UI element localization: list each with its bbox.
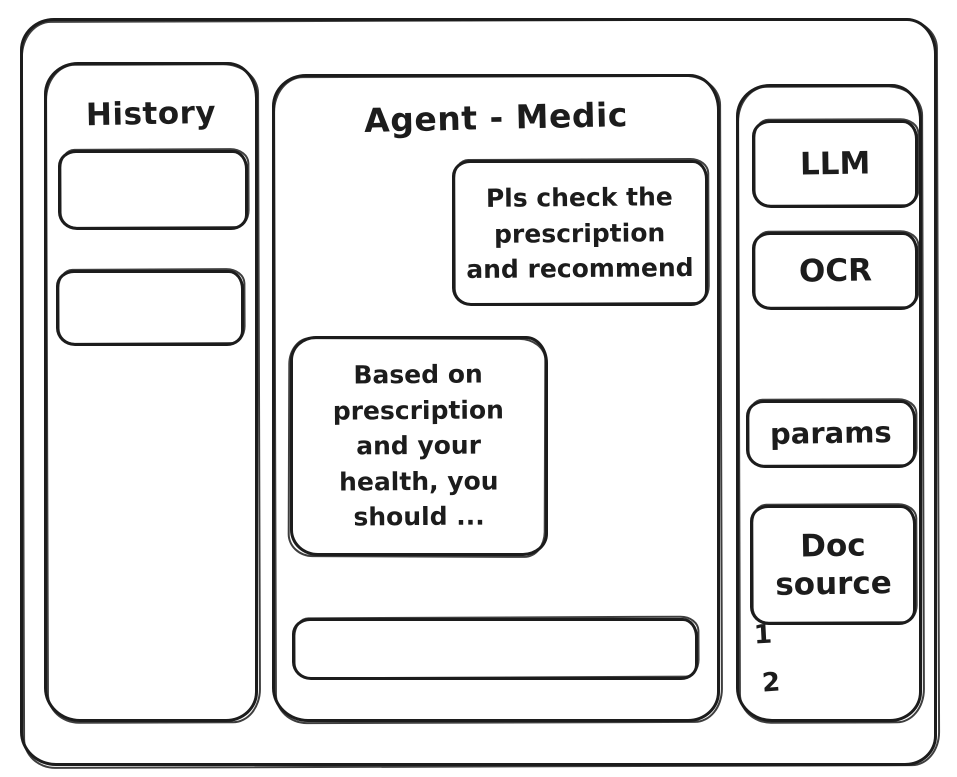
tools-panel [736,84,922,722]
tool-button-doc-source-label: Doc source [774,527,892,603]
message-composer[interactable] [292,618,698,680]
tool-button-doc-source[interactable]: Doc source [750,505,916,625]
chat-panel [272,74,720,722]
tool-button-params-label: params [769,415,893,451]
tool-button-llm-label: LLM [799,145,871,183]
assistant-message-text: Based on prescription and your health, y… [333,359,505,532]
user-message-bubble: Pls check the prescription and recommend [452,160,708,306]
user-message-text: Pls check the prescription and recommend [466,181,695,284]
tool-button-llm[interactable]: LLM [752,120,918,208]
doc-source-list-item[interactable]: 1 [753,619,773,651]
tool-button-params[interactable]: params [746,400,916,468]
tool-button-ocr-label: OCR [798,252,872,290]
doc-source-list-item[interactable]: 2 [760,667,782,699]
tool-button-ocr[interactable]: OCR [752,232,918,310]
history-panel-title: History [85,94,217,134]
assistant-message-bubble: Based on prescription and your health, y… [290,336,548,556]
history-panel [44,62,258,722]
history-item[interactable] [58,150,248,230]
app-window-frame [20,18,937,766]
history-item[interactable] [56,270,244,346]
message-input[interactable] [292,618,698,680]
